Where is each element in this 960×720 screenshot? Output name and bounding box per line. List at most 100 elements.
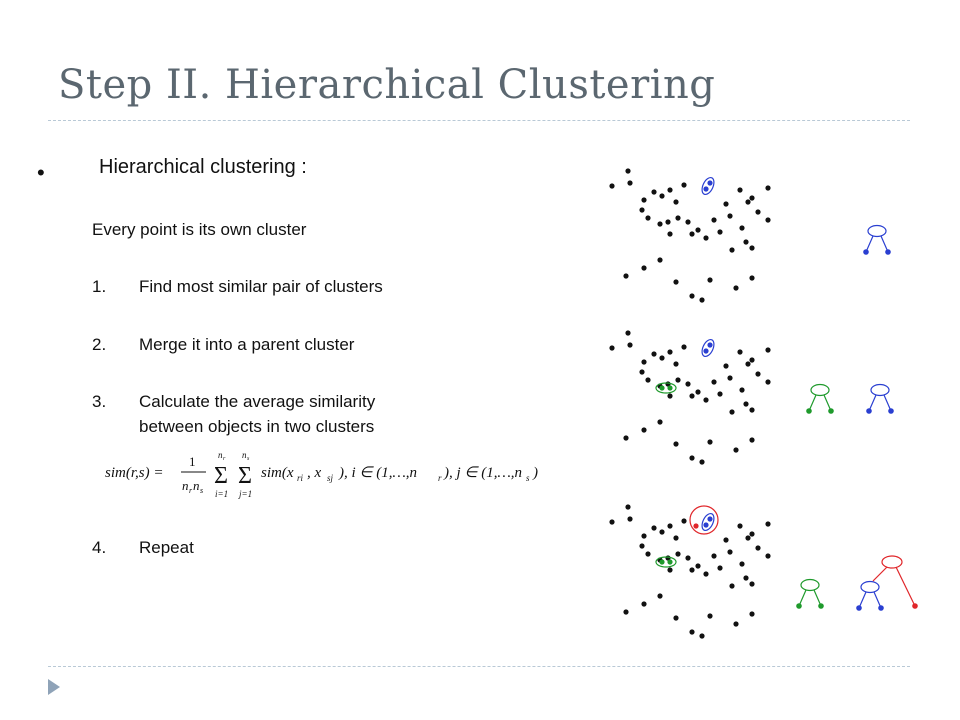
data-point	[645, 215, 651, 221]
data-point	[609, 345, 615, 351]
data-point	[639, 369, 645, 375]
data-point	[645, 551, 651, 557]
data-point	[667, 349, 673, 355]
data-point	[765, 553, 771, 559]
data-point	[737, 523, 743, 529]
sum-bottom-1: i=1	[215, 489, 228, 499]
data-point	[639, 207, 645, 213]
sum-bottom-2: j=1	[238, 489, 252, 499]
dendrogram-leaf	[828, 408, 834, 414]
data-point	[765, 521, 771, 527]
data-point	[765, 217, 771, 223]
data-point	[739, 387, 745, 393]
formula-tail-mid: ), j ∈ (1,…,n	[443, 465, 522, 481]
formula-body-sub-2: sj	[327, 473, 334, 483]
data-point	[699, 633, 705, 639]
data-point	[749, 357, 755, 363]
data-point	[733, 285, 739, 291]
data-point	[659, 193, 665, 199]
data-point	[765, 347, 771, 353]
data-point	[749, 407, 755, 413]
data-point	[681, 344, 687, 350]
footer-divider	[48, 666, 910, 667]
data-point	[651, 351, 657, 357]
data-point	[673, 535, 679, 541]
dendrogram-branch	[808, 394, 817, 412]
dendrogram-branch	[868, 394, 877, 412]
step-text-continued: between objects in two clusters	[139, 417, 375, 436]
data-point	[695, 389, 701, 395]
cluster-outline-red	[689, 505, 719, 535]
dendrogram-branch	[865, 235, 874, 253]
data-point	[625, 504, 631, 510]
data-point	[657, 221, 663, 227]
data-point	[641, 533, 647, 539]
sum-top-1: n	[218, 450, 223, 460]
dendrogram-branch	[873, 591, 882, 609]
data-point	[659, 529, 665, 535]
dendrogram-node	[870, 383, 890, 397]
data-point	[667, 231, 673, 237]
sum-top-sub-2: s	[247, 456, 250, 462]
formula-tail-end: )	[532, 465, 538, 481]
data-point	[717, 229, 723, 235]
cluster-outline-blue	[701, 176, 715, 196]
bullet-marker: •	[37, 160, 45, 185]
formula-fraction-numerator: 1	[189, 454, 196, 469]
cluster-point-blue	[703, 348, 709, 354]
data-point	[707, 277, 713, 283]
triangle-right-icon[interactable]	[46, 678, 62, 696]
step-text: Calculate the average similarity	[139, 392, 376, 411]
cluster-point-blue	[707, 516, 713, 522]
data-point	[673, 199, 679, 205]
data-point	[667, 393, 673, 399]
data-point	[627, 342, 633, 348]
data-point	[729, 583, 735, 589]
data-point	[737, 349, 743, 355]
data-point	[627, 180, 633, 186]
dendrogram-node	[800, 578, 820, 592]
cluster-point-blue	[703, 186, 709, 192]
data-point	[609, 183, 615, 189]
data-point	[707, 439, 713, 445]
cluster-point-green	[667, 559, 673, 565]
data-point	[689, 455, 695, 461]
data-point	[675, 551, 681, 557]
data-point	[641, 359, 647, 365]
data-point	[639, 543, 645, 549]
data-point	[711, 379, 717, 385]
data-point	[623, 435, 629, 441]
data-point	[745, 361, 751, 367]
data-point	[749, 611, 755, 617]
data-point	[623, 609, 629, 615]
data-point	[739, 225, 745, 231]
cluster-point-blue	[707, 180, 713, 186]
step-text: Repeat	[139, 538, 194, 557]
dendrogram-branch	[883, 394, 892, 412]
data-point	[755, 371, 761, 377]
data-point	[711, 553, 717, 559]
data-point	[749, 437, 755, 443]
data-point	[745, 199, 751, 205]
data-point	[749, 195, 755, 201]
cluster-point-blue	[703, 522, 709, 528]
data-point	[729, 409, 735, 415]
data-point	[673, 441, 679, 447]
cluster-point-green	[659, 559, 665, 565]
dendrogram-branch	[798, 589, 807, 607]
sigma-icon: Σ	[214, 463, 228, 489]
data-point	[695, 227, 701, 233]
data-point	[641, 427, 647, 433]
cluster-outline-blue	[701, 512, 715, 532]
data-point	[651, 189, 657, 195]
bullet-heading: Hierarchical clustering :	[99, 156, 307, 178]
cluster-outline-blue	[701, 338, 715, 358]
data-point	[733, 621, 739, 627]
dendrogram-leaf	[888, 408, 894, 414]
data-point	[667, 523, 673, 529]
data-point	[689, 567, 695, 573]
data-point	[689, 293, 695, 299]
slide-title: Step II. Hierarchical Clustering	[58, 62, 716, 108]
data-point	[717, 565, 723, 571]
data-point	[657, 593, 663, 599]
